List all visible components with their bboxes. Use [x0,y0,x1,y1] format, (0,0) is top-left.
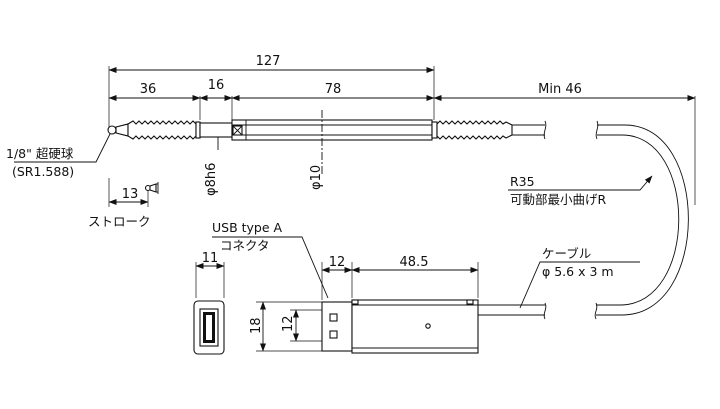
cable-loop [478,124,689,320]
bend-radius-label: R35 [510,174,535,189]
dim-cable-min: Min 46 [538,82,582,97]
usb-body-length: 48.5 [400,255,429,270]
usb-connector-length: 12 [329,255,346,270]
usb-front-view [193,262,225,355]
dim-tip: 36 [140,82,157,97]
cable-spec-label: φ 5.6 x 3 m [542,264,614,279]
dimension-lines [108,67,696,101]
probe-end-cap [431,121,438,139]
usb-height: 18 [249,317,264,334]
probe-ball [107,125,117,135]
dim-body: 78 [325,82,342,97]
probe-clamp-section [199,122,233,138]
usb-connector-label: コネクタ [220,238,270,253]
cable-strain-relief [436,120,513,140]
usb-type-label: USB type A [212,220,283,235]
probe-bellows [127,120,197,140]
clamp-diameter-label: φ8h6 [204,163,219,196]
probe-body [231,119,433,141]
cable-label: ケーブル [542,246,591,261]
usb-width: 11 [202,251,219,266]
cable-top [512,120,599,140]
bend-note-label: 可動部最小曲げR [510,192,607,207]
dim-clamp: 16 [208,78,225,93]
cable-leader [519,261,640,309]
stroke-dimension [108,178,159,207]
ball-label: 1/8" 超硬球 [6,146,74,161]
stroke-label: ストローク [88,214,151,229]
probe-stylus [115,123,129,137]
bend-leader [508,175,653,191]
ball-spec: (SR1.588) [12,164,74,179]
ball-leader [14,133,111,163]
usb-inner-height: 12 [281,315,296,332]
stroke-value: 13 [122,187,139,202]
usb-side-view [256,262,479,354]
body-diameter-label: φ10 [309,165,324,190]
probe [107,110,599,175]
dim-overall: 127 [256,54,281,69]
usb-leader [212,236,329,299]
probe-collar [195,121,201,139]
